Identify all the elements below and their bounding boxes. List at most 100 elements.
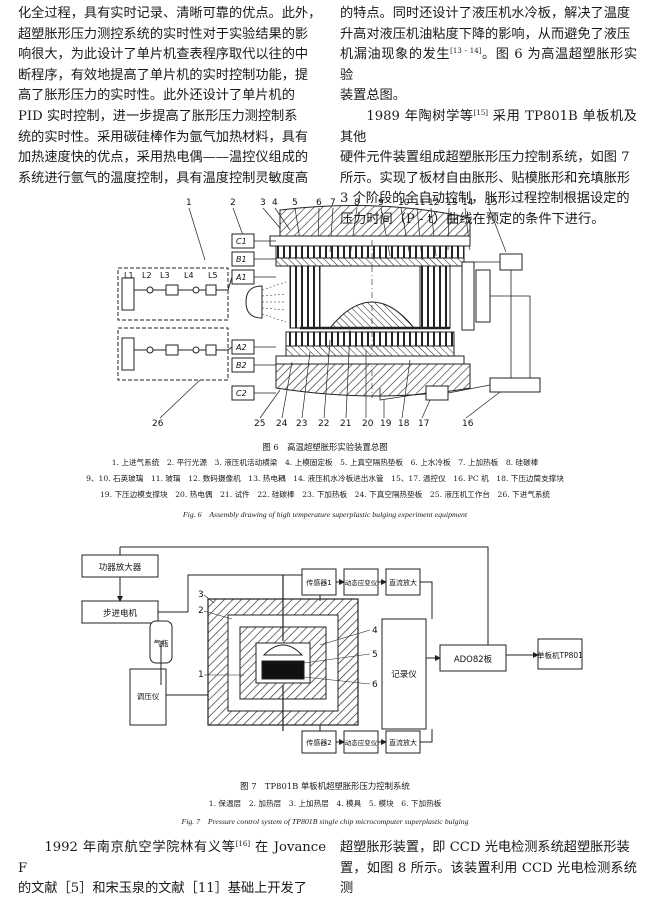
- text-line: 1992 年南京航空学院林有义等[16] 在 Jovance F: [18, 840, 326, 876]
- mcu-box: 单板机TP801: [537, 650, 583, 660]
- upper-water-plate: [275, 257, 465, 267]
- fig6-title-en: Fig. 6 Assembly drawing of high temperat…: [182, 510, 468, 519]
- callout-number: 11: [414, 198, 425, 208]
- valve-label: L1: [124, 271, 134, 280]
- temp-controller-17: [425, 385, 449, 401]
- callout-number: 22: [318, 419, 329, 429]
- upper-ring: [419, 265, 451, 329]
- citation: [16]: [235, 840, 251, 848]
- regulator-box: 调压仪: [137, 692, 160, 701]
- dc-amp-2-box: 直流放大: [389, 738, 417, 747]
- callout-number: 7: [330, 198, 336, 208]
- citation: [15]: [473, 108, 489, 117]
- callout-number: 25: [254, 419, 265, 429]
- callout-number: 9: [378, 198, 384, 208]
- top-left-column: 化全过程，具有实时记录、清晰可靠的优点。此外， 超塑胀形压力测控系统的实时性对于…: [18, 4, 326, 189]
- callout-number: 3: [260, 198, 266, 208]
- lower-gas-system: [117, 327, 233, 381]
- callout-number: 8: [354, 198, 360, 208]
- part-number: 6: [372, 680, 378, 690]
- port-label: A1: [235, 273, 247, 282]
- callout-number: 6: [316, 198, 322, 208]
- valve-label: L2: [142, 271, 152, 280]
- text-line: 硬件元件装置组成超塑胀形压力控制系统，如图 7: [340, 150, 630, 166]
- callout-number: 18: [398, 419, 410, 429]
- gas-bottle-box: 气瓶: [154, 638, 169, 648]
- quartz-window: [461, 261, 475, 331]
- camera: [475, 269, 491, 323]
- callout-number: 24: [276, 419, 288, 429]
- callout-number: 26: [152, 419, 164, 429]
- text-line: 机漏油现象的发生[13 - 14]。图 6 为高温超塑胀形实验: [340, 47, 638, 83]
- callout-number: 14: [462, 198, 474, 208]
- power-amplifier-box: 功器放大器: [99, 562, 142, 573]
- valve-label: L5: [208, 271, 218, 280]
- port-label: B2: [236, 361, 247, 370]
- fig6-title: 图 6 高温超塑胀形实验装置总图: [262, 442, 388, 452]
- fig6-legend-line: 19. 下压边模支撑块 20. 热电偶 21. 试件 22. 硅碳棒 23. 下…: [99, 490, 551, 499]
- sensor-1-box: 传感器1: [306, 578, 331, 587]
- upper-gas-system: [117, 267, 233, 321]
- text-line: 3 个阶段的全自动控制，胀形过程控制根据设定的: [340, 191, 630, 207]
- fig6-top-numbers: 1 2 3 4 5 6 7 8 9 10 11 12 13 14 15: [186, 198, 497, 208]
- part-number: 2: [198, 606, 204, 616]
- figure-6-drawing: 1 2 3 4 5 6 7 8 9 10 11 12 13 14 15: [117, 198, 541, 429]
- callout-number: 2: [230, 198, 236, 208]
- callout-number: 5: [292, 198, 298, 208]
- callout-number: 10: [398, 198, 410, 208]
- ado-board-box: ADO82板: [454, 654, 493, 665]
- callout-number: 20: [362, 419, 374, 429]
- press-crossbeam: [279, 205, 471, 237]
- furnace-assembly: [207, 575, 359, 731]
- port-label: B1: [236, 255, 247, 264]
- text-line: 装置总图。: [340, 88, 406, 104]
- stepper-motor-box: 步进电机: [103, 608, 138, 619]
- citation: [13 - 14]: [450, 47, 482, 56]
- figure-7-diagram: 3 2 1 4 5 6 功器放大器 步进电机 气瓶 调压仪 传感器1 动态应变仪…: [81, 546, 583, 754]
- fig7-title: 图 7 TP801B 单板机超塑胀形压力控制系统: [240, 781, 410, 791]
- press-table: [275, 363, 471, 397]
- text-line: 的文献［5］和宋玉泉的文献［11］基础上开发了: [18, 881, 307, 897]
- upper-heater: [275, 245, 465, 259]
- sensor-2-box: 传感器2: [306, 738, 331, 747]
- part-number: 4: [372, 626, 378, 636]
- text-line: 高了胀形压力的实时性。此外还设计了单片机的: [18, 88, 295, 104]
- port-label: C1: [236, 237, 247, 246]
- port-label: A2: [235, 343, 247, 352]
- lower-insulation: [275, 355, 465, 365]
- port-label: C2: [236, 389, 247, 398]
- text-line: 响很大，为此设计了单片机查表程序取代以往的中: [18, 47, 309, 63]
- dynamic-strain-1-box: 动态应变仪: [345, 578, 378, 587]
- text-line: PID 实时控制，进一步提高了胀形压力测控制系: [18, 108, 298, 124]
- callout-number: 4: [272, 198, 278, 208]
- temp-controller-15: [499, 253, 523, 271]
- fig7-legend: 1. 保温层 2. 加热层 3. 上加热层 4. 模具 5. 模块 6. 下加热…: [208, 799, 442, 808]
- pc-16: [489, 377, 541, 393]
- bottom-left-column: 1992 年南京航空学院林有义等[16] 在 Jovance F 的文献［5］和…: [18, 838, 326, 900]
- lower-heater: [285, 331, 455, 347]
- part-number: 3: [198, 590, 204, 600]
- text-line: 所示。实现了板材自由胀形、贴模胀形和充填胀形: [340, 170, 631, 186]
- valve-label: L3: [160, 271, 170, 280]
- text-line: 系统进行氩气的温度控制，具有温度控制灵敏度高: [18, 170, 309, 186]
- valve-label: L4: [184, 271, 194, 280]
- callout-number: 16: [462, 419, 474, 429]
- text-line: 的特点。同时还设计了液压机水冷板，解决了温度: [340, 6, 631, 21]
- part-number: 1: [198, 670, 204, 680]
- text-line: 统的实时性。采用碳硅棒作为氩气加热材料，具有: [18, 129, 309, 145]
- text-line: 超塑胀形装置，即 CCD 光电检测系统超塑胀形装: [340, 840, 630, 855]
- fig6-legend-line: 1. 上进气系统 2. 平行光源 3. 液压机活动横梁 4. 上模固定板 5. …: [111, 458, 539, 467]
- callout-number: 1: [186, 198, 192, 208]
- callout-number: 21: [340, 419, 351, 429]
- light-source: [245, 285, 263, 319]
- text-line: 升高对液压机油粘度下降的影响，从而避免了液压: [340, 26, 631, 42]
- fig6-legend-line: 9、10. 石英玻璃 11. 玻璃 12. 数码摄像机 13. 热电耦 14. …: [86, 474, 564, 483]
- bottom-right-column: 超塑胀形装置，即 CCD 光电检测系统超塑胀形装 置，如图 8 所示。该装置利用…: [340, 838, 637, 900]
- upper-mold-plate: [269, 235, 471, 247]
- recorder-box: 记录仪: [391, 670, 417, 680]
- text-line: 断程序，有效地提高了单片机的实时控制功能，提: [18, 67, 309, 83]
- callout-number: 17: [418, 419, 429, 429]
- text-line: 化全过程，具有实时记录、清晰可靠的优点。此外，: [18, 6, 322, 21]
- lower-plate: [285, 345, 455, 357]
- callout-number: 15: [486, 198, 497, 208]
